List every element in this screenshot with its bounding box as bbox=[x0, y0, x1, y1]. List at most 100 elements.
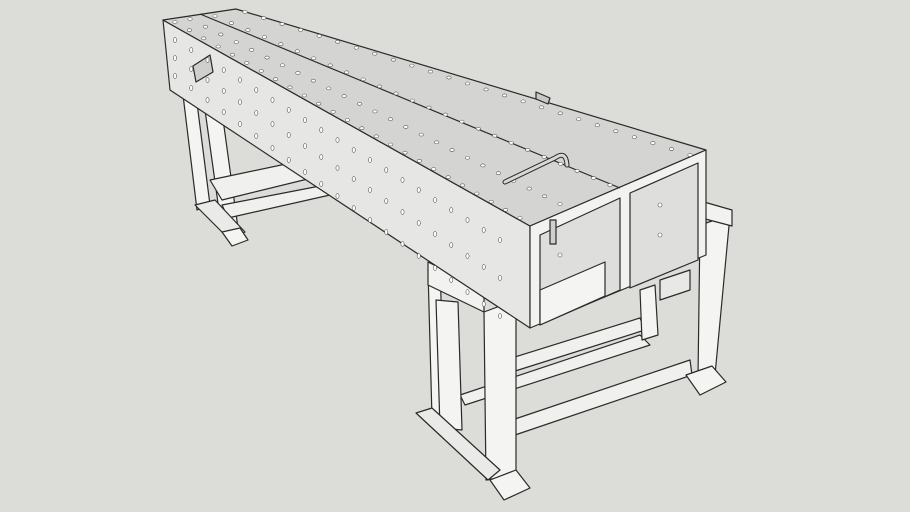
hole bbox=[525, 147, 531, 152]
hole bbox=[388, 142, 394, 147]
hole bbox=[498, 275, 502, 281]
hole bbox=[631, 135, 637, 139]
hole bbox=[449, 207, 454, 213]
hole bbox=[278, 42, 284, 46]
hole bbox=[286, 107, 291, 113]
hole bbox=[303, 117, 307, 123]
hole bbox=[433, 265, 437, 271]
hole bbox=[244, 61, 250, 65]
hole bbox=[221, 109, 226, 115]
hole bbox=[254, 87, 259, 93]
hole bbox=[574, 169, 580, 173]
hole bbox=[218, 32, 224, 37]
hole bbox=[416, 187, 421, 193]
hole bbox=[230, 52, 236, 57]
hole bbox=[426, 105, 432, 110]
hole bbox=[508, 140, 514, 145]
hole bbox=[657, 202, 663, 208]
hole bbox=[173, 55, 177, 61]
hole bbox=[400, 177, 405, 183]
hole bbox=[351, 205, 356, 211]
hole bbox=[228, 21, 234, 25]
hole bbox=[261, 35, 267, 39]
hole bbox=[390, 57, 396, 62]
hole bbox=[409, 98, 415, 103]
hole bbox=[311, 56, 317, 61]
hole bbox=[465, 253, 470, 259]
hole bbox=[368, 217, 372, 223]
hole bbox=[344, 70, 350, 75]
hole bbox=[526, 186, 532, 191]
hole bbox=[492, 133, 498, 138]
hole bbox=[319, 154, 324, 160]
hole bbox=[264, 55, 270, 60]
hole bbox=[503, 208, 509, 212]
hole bbox=[464, 81, 470, 86]
hole bbox=[368, 157, 372, 163]
hole bbox=[520, 99, 526, 104]
hole bbox=[449, 277, 454, 283]
hole bbox=[310, 78, 316, 83]
hole bbox=[498, 237, 502, 243]
hole bbox=[270, 145, 275, 151]
hole bbox=[298, 28, 304, 32]
hole bbox=[335, 137, 340, 143]
hole bbox=[465, 289, 470, 295]
hole bbox=[351, 176, 356, 182]
hole bbox=[372, 109, 378, 114]
hole bbox=[657, 232, 663, 238]
hole bbox=[205, 57, 210, 63]
hole bbox=[557, 202, 563, 206]
hole bbox=[650, 141, 656, 145]
hole bbox=[416, 220, 421, 226]
hole bbox=[474, 191, 480, 196]
hole bbox=[286, 157, 291, 163]
hole bbox=[368, 187, 372, 193]
hole bbox=[591, 176, 597, 180]
hole bbox=[202, 24, 208, 29]
hole bbox=[431, 167, 437, 171]
hole bbox=[335, 193, 340, 199]
bench-top bbox=[162, 8, 707, 329]
hole bbox=[449, 148, 455, 152]
hole bbox=[576, 117, 582, 122]
hole bbox=[502, 93, 508, 98]
hole bbox=[594, 123, 600, 128]
hole bbox=[215, 44, 221, 49]
hole bbox=[273, 77, 279, 81]
hole bbox=[238, 121, 242, 127]
hole bbox=[498, 313, 502, 319]
hole bbox=[481, 227, 486, 233]
hole bbox=[319, 127, 324, 133]
hole bbox=[245, 28, 251, 32]
hole bbox=[607, 183, 613, 187]
hole bbox=[377, 84, 383, 89]
hole bbox=[459, 183, 465, 188]
hole bbox=[481, 301, 486, 307]
hole bbox=[254, 133, 259, 139]
right-leg-assembly bbox=[415, 197, 733, 501]
hole bbox=[270, 121, 275, 127]
hole bbox=[341, 94, 347, 98]
hole bbox=[330, 110, 336, 114]
hole bbox=[384, 198, 389, 204]
hole bbox=[434, 140, 440, 145]
hole bbox=[488, 199, 494, 204]
hole bbox=[353, 45, 359, 50]
hole bbox=[449, 242, 454, 248]
hole bbox=[279, 22, 285, 26]
hole bbox=[242, 10, 248, 14]
hole bbox=[335, 39, 341, 44]
hole bbox=[433, 197, 437, 203]
hole bbox=[483, 87, 489, 92]
hole bbox=[613, 129, 619, 133]
hole bbox=[172, 20, 178, 24]
hole bbox=[433, 231, 437, 237]
hole bbox=[201, 36, 207, 41]
hole bbox=[286, 132, 291, 138]
hole bbox=[409, 63, 415, 68]
hole bbox=[387, 117, 393, 122]
hole bbox=[541, 155, 547, 159]
hole bbox=[189, 47, 194, 53]
